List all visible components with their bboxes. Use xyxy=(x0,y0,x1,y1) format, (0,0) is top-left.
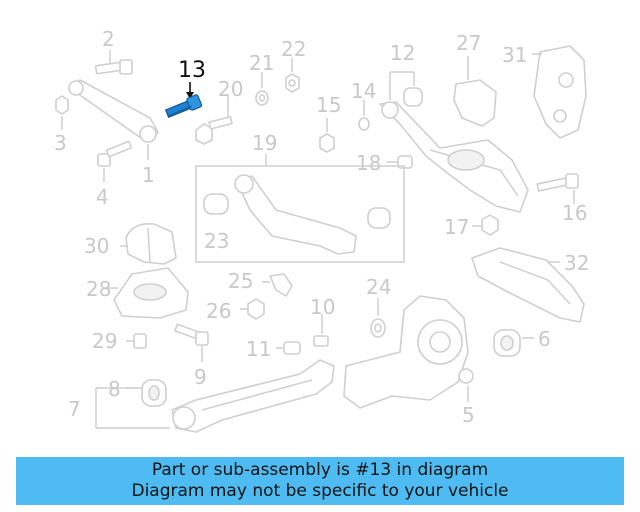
part-24-o-ring[interactable] xyxy=(370,298,386,338)
part-18-bolt[interactable] xyxy=(386,155,413,169)
callout-9: 9 xyxy=(194,365,207,389)
callout-23: 23 xyxy=(204,229,229,253)
part-11-bolt[interactable] xyxy=(276,341,301,355)
part-1-link-arm[interactable] xyxy=(68,79,159,160)
callout-5: 5 xyxy=(462,403,475,427)
callout-11: 11 xyxy=(246,337,271,361)
callout-30: 30 xyxy=(84,234,109,258)
callout-10: 10 xyxy=(310,295,335,319)
part-22-nut[interactable] xyxy=(285,58,300,93)
part-15-nut[interactable] xyxy=(319,118,335,153)
callout-28: 28 xyxy=(86,277,111,301)
banner-line-1: Part or sub-assembly is #13 in diagram xyxy=(151,460,489,480)
part-8-bushing[interactable] xyxy=(126,379,167,407)
callout-1: 1 xyxy=(142,163,155,187)
part-28-spring-seat[interactable] xyxy=(106,267,189,319)
callout-25: 25 xyxy=(228,269,253,293)
callout-26: 26 xyxy=(206,299,231,323)
callout-31: 31 xyxy=(502,43,527,67)
callout-12: 12 xyxy=(390,41,415,65)
part-30-bump-stop[interactable] xyxy=(120,222,177,265)
callout-22: 22 xyxy=(281,37,306,61)
callout-18: 18 xyxy=(356,151,381,175)
part-32-trailing-plate[interactable] xyxy=(471,247,585,323)
callout-3: 3 xyxy=(54,131,67,155)
callout-32: 32 xyxy=(564,251,589,275)
callout-27: 27 xyxy=(456,31,481,55)
callout-2: 2 xyxy=(102,27,115,51)
callout-6: 6 xyxy=(538,327,551,351)
part-20-bolt[interactable] xyxy=(195,96,233,145)
callout-14: 14 xyxy=(351,79,376,103)
callout-8: 8 xyxy=(108,377,121,401)
part-29-clip[interactable] xyxy=(126,333,147,349)
part-17-nut[interactable] xyxy=(472,214,499,236)
part-6-bushing[interactable] xyxy=(493,329,534,357)
info-banner: Part or sub-assembly is #13 in diagram D… xyxy=(16,457,624,505)
callout-24: 24 xyxy=(366,275,391,299)
callout-15: 15 xyxy=(316,93,341,117)
part-16-bolt[interactable] xyxy=(536,173,579,204)
part-14-washer[interactable] xyxy=(358,100,370,131)
callout-7: 7 xyxy=(68,397,81,421)
callout-21: 21 xyxy=(249,51,274,75)
part-12-control-arm[interactable] xyxy=(379,71,529,213)
callout-13: 13 xyxy=(178,58,206,83)
callout-20: 20 xyxy=(218,77,243,101)
part-21-washer[interactable] xyxy=(255,72,269,106)
callout-19: 19 xyxy=(252,131,277,155)
part-2-bolt[interactable] xyxy=(94,50,133,75)
part-25-sensor[interactable] xyxy=(262,273,293,297)
part-31-bracket[interactable] xyxy=(532,45,587,139)
banner-line-2: Diagram may not be specific to your vehi… xyxy=(131,481,509,501)
part-10-bolt[interactable] xyxy=(313,314,329,347)
callout-4: 4 xyxy=(96,185,109,209)
part-7-trailing-arm[interactable] xyxy=(95,359,335,433)
part-4-bolt[interactable] xyxy=(97,140,133,182)
callout-29: 29 xyxy=(92,329,117,353)
part-3-nut[interactable] xyxy=(55,95,69,130)
part-19-upper-arm-assembly[interactable] xyxy=(195,154,405,263)
callout-16: 16 xyxy=(562,201,587,225)
callout-17: 17 xyxy=(444,215,469,239)
part-5-knuckle[interactable] xyxy=(343,295,474,409)
part-9-bolt[interactable] xyxy=(174,323,209,362)
part-27-bracket[interactable] xyxy=(453,56,497,127)
part-13-bolt[interactable] xyxy=(164,82,203,118)
part-26-nut[interactable] xyxy=(240,298,265,320)
